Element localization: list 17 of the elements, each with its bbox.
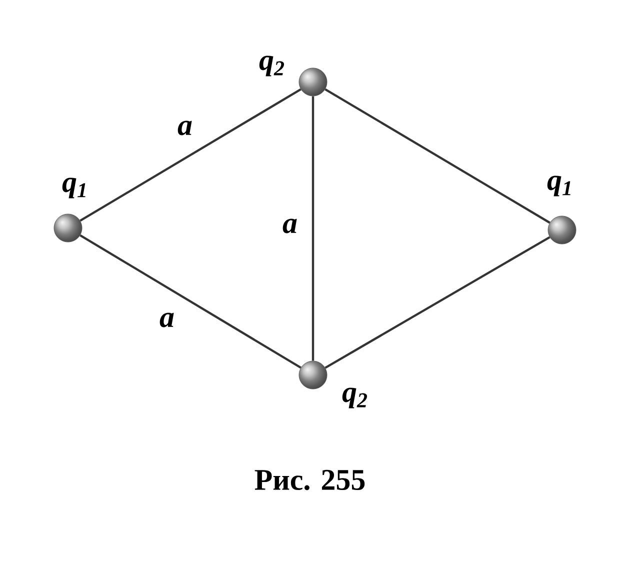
charged-ball [548, 216, 576, 244]
charge-label: q$_{1}$ [62, 178, 86, 198]
charged-ball [54, 214, 82, 242]
charged-ball [298, 68, 328, 96]
charge-label: q$_{2}$ [342, 388, 368, 408]
charged-ball [298, 360, 328, 390]
connecting-line [312, 96, 314, 361]
edge-label: a [158, 312, 176, 328]
charge-label: q$_{1}$ [547, 176, 570, 196]
connecting-line [324, 88, 550, 224]
connecting-line [324, 236, 550, 369]
edge-label: a [282, 218, 298, 234]
charge-label: q$_{2}$ [259, 56, 284, 76]
connecting-line [80, 234, 302, 369]
figure-caption: Рис. 255 [254, 470, 365, 490]
edge-label: a [176, 120, 194, 136]
connecting-line [80, 88, 302, 222]
